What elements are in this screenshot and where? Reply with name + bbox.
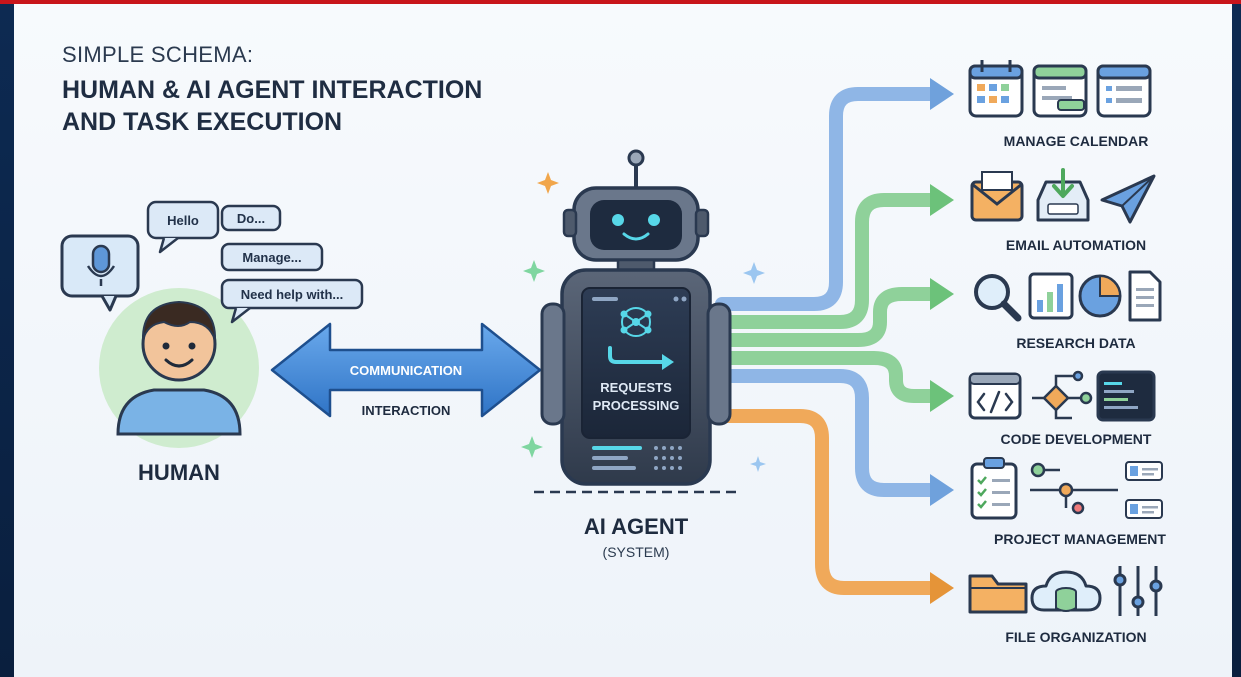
terminal-icon <box>1096 370 1156 422</box>
panel-text-processing: PROCESSING <box>593 398 680 413</box>
top-accent-bar <box>0 0 1241 4</box>
inbox-icon <box>1036 168 1090 222</box>
human-label: HUMAN <box>138 460 220 485</box>
code-window-icon <box>968 372 1022 420</box>
subtitle: SIMPLE SCHEMA: <box>62 42 253 67</box>
document-icon <box>1128 270 1162 322</box>
pie-chart-icon <box>1078 274 1122 318</box>
flow-to-research <box>715 287 939 347</box>
flow-to-code <box>715 351 939 403</box>
microphone-bubble <box>60 234 140 312</box>
task-label-research: RESEARCH DATA <box>1016 335 1135 351</box>
speech-bubble-help: Need help with... <box>220 278 364 324</box>
bubble-text-hello: Hello <box>167 213 199 228</box>
communication-label: COMMUNICATION <box>350 363 462 378</box>
bubble-text-help: Need help with... <box>241 287 344 302</box>
task-label-calendar: MANAGE CALENDAR <box>1004 133 1149 149</box>
agent-label: AI AGENT <box>584 514 689 539</box>
task-email-automation: EMAIL AUTOMATION <box>970 168 1156 253</box>
communication-arrow: COMMUNICATION INTERACTION <box>270 322 542 418</box>
interaction-label: INTERACTION <box>362 403 451 418</box>
task-code-development: CODE DEVELOPMENT <box>968 370 1156 447</box>
schedule-icon <box>1032 64 1088 118</box>
speech-bubble-hello: Hello <box>146 200 220 254</box>
flow-to-email <box>715 193 939 329</box>
bubble-text-manage: Manage... <box>242 250 301 265</box>
title-line-1: HUMAN & AI AGENT INTERACTION <box>62 76 482 104</box>
task-label-project: PROJECT MANAGEMENT <box>994 531 1166 547</box>
task-label-email: EMAIL AUTOMATION <box>1006 237 1146 253</box>
sliders-icon <box>1113 566 1163 616</box>
paper-plane-icon <box>1100 174 1156 224</box>
speech-bubble-manage: Manage... <box>220 242 324 272</box>
bar-chart-icon <box>1028 272 1074 320</box>
speech-bubble-do: Do... <box>220 204 282 232</box>
panel-text-requests: REQUESTS <box>600 380 672 395</box>
task-project-management: PROJECT MANAGEMENT <box>970 457 1166 547</box>
cloud-database-icon <box>1030 570 1102 612</box>
title-line-2: AND TASK EXECUTION <box>62 108 342 136</box>
person-avatar-icon <box>116 300 242 436</box>
flow-arrows <box>715 78 954 604</box>
flow-to-files <box>715 409 939 595</box>
processing-arrow-icon <box>608 346 666 364</box>
task-file-organization: FILE ORGANIZATION <box>968 566 1163 645</box>
magnifier-icon <box>974 274 1022 322</box>
task-label-code: CODE DEVELOPMENT <box>1001 431 1152 447</box>
interaction-diagram: SIMPLE SCHEMA: HUMAN & AI AGENT INTERACT… <box>60 42 1166 645</box>
checklist-icon <box>970 457 1018 520</box>
flow-to-project <box>715 369 939 497</box>
sparkle-decorations <box>521 172 766 472</box>
task-research-data: RESEARCH DATA <box>974 270 1162 351</box>
bubble-text-do: Do... <box>237 211 265 226</box>
human-section: HUMAN Hello Do... <box>60 200 364 485</box>
arrow-heads <box>930 78 954 604</box>
folder-icon <box>968 574 1028 614</box>
task-manage-calendar: MANAGE CALENDAR <box>968 60 1152 149</box>
neural-network-icon <box>620 307 652 337</box>
workflow-icon <box>1030 462 1118 515</box>
flowchart-icon <box>1032 370 1093 420</box>
flow-to-calendar <box>715 87 939 311</box>
user-card-icon <box>1125 461 1163 519</box>
diagram-canvas: SIMPLE SCHEMA: HUMAN & AI AGENT INTERACT… <box>14 4 1232 677</box>
calendar-icon <box>968 60 1024 118</box>
microphone-icon <box>86 244 116 286</box>
agent-sublabel: (SYSTEM) <box>603 544 670 560</box>
task-list-icon <box>1096 64 1152 118</box>
task-label-files: FILE ORGANIZATION <box>1005 629 1146 645</box>
envelope-icon <box>970 171 1024 222</box>
robot-icon: REQUESTS PROCESSING <box>534 149 740 494</box>
